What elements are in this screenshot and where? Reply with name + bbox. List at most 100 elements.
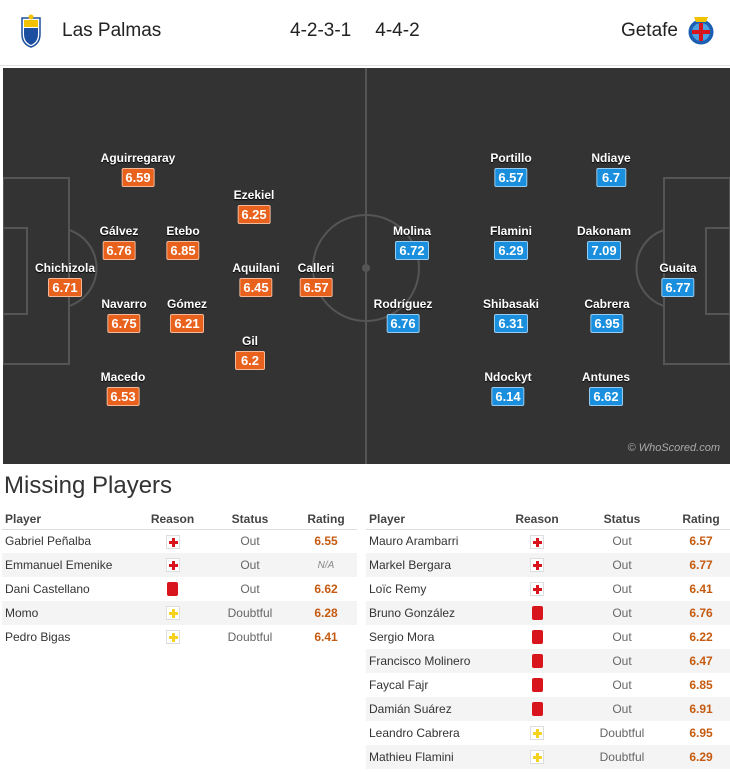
rating: 6.85 [689, 678, 713, 692]
home-player[interactable]: Aguirregaray 6.59 [101, 151, 175, 187]
table-row[interactable]: Pedro Bigas Doubtful 6.41 [2, 625, 357, 649]
status: Doubtful [572, 745, 672, 769]
red-card-icon [531, 654, 543, 669]
formations: 4-2-3-1 4-4-2 [290, 20, 420, 42]
rating: 6.62 [314, 582, 338, 596]
col-status[interactable]: Status [572, 509, 672, 530]
player-rating: 7.09 [587, 241, 621, 260]
player-name[interactable]: Bruno González [366, 601, 502, 625]
player-name[interactable]: Sergio Mora [369, 630, 435, 644]
rating: 6.47 [672, 649, 730, 673]
col-rating[interactable]: Rating [672, 509, 730, 530]
player-name[interactable]: Gabriel Peñalba [5, 534, 92, 549]
player-name[interactable]: Pedro Bigas [5, 630, 71, 644]
red-card-icon [531, 678, 543, 693]
col-reason[interactable]: Reason [140, 509, 205, 530]
away-player[interactable]: Guaita 6.77 [659, 261, 697, 297]
reason-cell [140, 553, 205, 577]
table-row[interactable]: Mauro Arambarri Out 6.57 [366, 529, 730, 553]
reason-cell [140, 577, 205, 601]
player-name[interactable]: Faycal Fajr [369, 678, 429, 692]
away-player[interactable]: Ndiaye 6.7 [591, 151, 631, 187]
table-row[interactable]: Bruno González Out 6.76 [366, 601, 730, 625]
player-name: Ezekiel [233, 188, 275, 202]
away-player[interactable]: Rodríguez 6.76 [374, 297, 432, 333]
home-player[interactable]: Gómez 6.21 [167, 297, 207, 333]
injury-icon [530, 558, 544, 573]
table-row[interactable]: Leandro Cabrera Doubtful 6.95 [366, 721, 730, 745]
away-player[interactable]: Cabrera 6.95 [584, 297, 630, 333]
home-player[interactable]: Navarro 6.75 [101, 297, 147, 333]
player-name: Ndiaye [591, 151, 631, 165]
player-name[interactable]: Dani Castellano [5, 582, 90, 596]
status: Out [572, 697, 672, 721]
player-name[interactable]: Emmanuel Emenike [2, 553, 140, 577]
player-name: Cabrera [584, 297, 630, 311]
home-player[interactable]: Aquilani 6.45 [232, 261, 280, 297]
rating: 6.28 [295, 601, 357, 625]
home-player[interactable]: Ezekiel 6.25 [233, 188, 275, 224]
home-player[interactable]: Chichizola 6.71 [35, 261, 95, 297]
injury-icon [530, 582, 544, 597]
player-name[interactable]: Momo [2, 601, 140, 625]
player-name[interactable]: Mathieu Flamini [366, 745, 502, 769]
player-rating: 6.57 [299, 278, 333, 297]
home-player[interactable]: Etebo 6.85 [166, 224, 200, 260]
home-player[interactable]: Gálvez 6.76 [100, 224, 138, 260]
reason-cell [502, 673, 572, 697]
player-name: Guaita [659, 261, 697, 275]
away-player[interactable]: Portillo 6.57 [490, 151, 532, 187]
rating: 6.22 [689, 630, 713, 644]
player-name[interactable]: Markel Bergara [366, 553, 502, 577]
away-player[interactable]: Molina 6.72 [393, 224, 431, 260]
away-team[interactable]: Getafe [621, 14, 716, 48]
home-team[interactable]: Las Palmas [20, 14, 161, 48]
away-player[interactable]: Shibasaki 6.31 [483, 297, 539, 333]
player-name[interactable]: Mauro Arambarri [369, 534, 459, 549]
table-row[interactable]: Damián Suárez Out 6.91 [366, 697, 730, 721]
player-name: Chichizola [34, 261, 96, 275]
player-name: Flamini [489, 224, 533, 238]
table-row[interactable]: Sergio Mora Out 6.22 [366, 625, 730, 649]
table-row[interactable]: Gabriel Peñalba Out 6.55 [2, 529, 357, 553]
player-rating: 6.76 [102, 241, 136, 260]
table-row[interactable]: Faycal Fajr Out 6.85 [366, 673, 730, 697]
table-row[interactable]: Momo Doubtful 6.28 [2, 601, 357, 625]
player-name[interactable]: Francisco Molinero [366, 649, 502, 673]
away-player[interactable]: Flamini 6.29 [490, 224, 532, 260]
player-name: Gil [241, 334, 258, 348]
table-row[interactable]: Markel Bergara Out 6.77 [366, 553, 730, 577]
status: Out [572, 553, 672, 577]
table-row[interactable]: Emmanuel Emenike Out N/A [2, 553, 357, 577]
player-name: Ndockyt [484, 370, 532, 384]
player-rating: 6.71 [48, 278, 82, 297]
player-name[interactable]: Leandro Cabrera [369, 726, 460, 740]
player-name: Dakonam [576, 224, 632, 238]
player-rating: 6.7 [595, 168, 626, 187]
player-name[interactable]: Loïc Remy [369, 582, 427, 596]
player-name[interactable]: Damián Suárez [366, 697, 502, 721]
injury-icon [530, 534, 544, 549]
home-player[interactable]: Gil 6.2 [235, 334, 265, 370]
col-rating[interactable]: Rating [295, 509, 357, 530]
home-player[interactable]: Macedo 6.53 [101, 370, 145, 406]
col-player[interactable]: Player [2, 509, 140, 530]
away-player[interactable]: Ndockyt 6.14 [484, 370, 532, 406]
table-row[interactable]: Loïc Remy Out 6.41 [366, 577, 730, 601]
reason-cell [502, 529, 572, 553]
home-player[interactable]: Calleri 6.57 [298, 261, 334, 297]
table-row[interactable]: Mathieu Flamini Doubtful 6.29 [366, 745, 730, 769]
col-reason[interactable]: Reason [502, 509, 572, 530]
away-player[interactable]: Antunes 6.62 [582, 370, 630, 406]
player-rating: 6.25 [237, 205, 271, 224]
table-row[interactable]: Dani Castellano Out 6.62 [2, 577, 357, 601]
reason-cell [140, 625, 205, 649]
away-player[interactable]: Dakonam 7.09 [577, 224, 631, 260]
home-team-name: Las Palmas [62, 20, 162, 41]
away-formation: 4-4-2 [375, 20, 420, 41]
col-player[interactable]: Player [366, 509, 502, 530]
player-rating: 6.76 [386, 314, 420, 333]
player-rating: 6.29 [494, 241, 528, 260]
table-row[interactable]: Francisco Molinero Out 6.47 [366, 649, 730, 673]
col-status[interactable]: Status [205, 509, 295, 530]
